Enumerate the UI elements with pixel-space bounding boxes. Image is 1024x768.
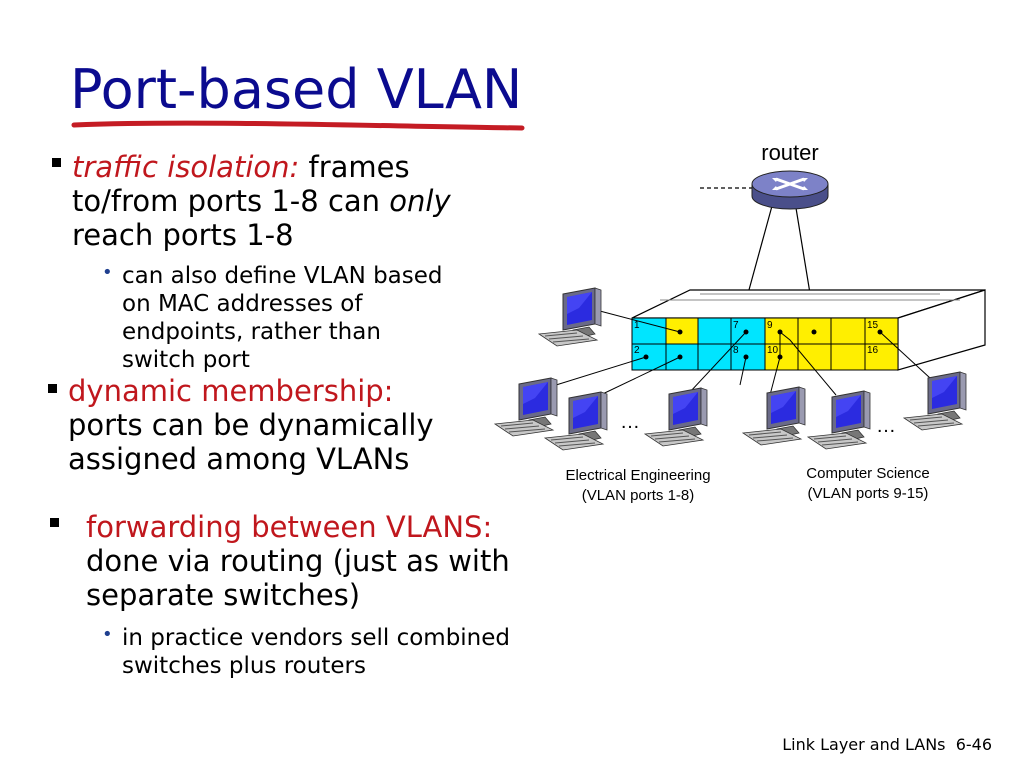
port-label: 9 (767, 320, 773, 331)
bullet-marker (52, 158, 61, 167)
port-label: 15 (867, 320, 879, 331)
title-underline (71, 120, 525, 131)
bullet-dynamic-membership: dynamic membership: ports can be dynamic… (68, 374, 434, 476)
bullet-traffic-isolation: traffic isolation: frames to/from ports … (72, 150, 451, 252)
forwarding-term: forwarding between VLANS: (86, 510, 493, 544)
sub-bullet-mac: can also define VLAN based on MAC addres… (122, 262, 443, 374)
ee-label-ports: (VLAN ports 1-8) (582, 487, 695, 504)
host-computer-icon (903, 371, 967, 431)
bullet-marker (50, 518, 59, 527)
cs-label: Computer Science (806, 465, 929, 482)
sub-bullet-vendors: in practice vendors sell combined switch… (122, 624, 510, 680)
ee-label: Electrical Engineering (565, 467, 710, 484)
router-icon (751, 170, 829, 210)
port-label: 1 (634, 320, 640, 331)
host-computer-icon (807, 390, 871, 450)
page-title: Port-based VLAN (70, 58, 523, 121)
dynamic-membership-term: dynamic membership: (68, 374, 394, 408)
port-label: 2 (634, 345, 640, 356)
sub-bullet-line: switches plus routers (122, 653, 366, 679)
host-cables (555, 309, 931, 401)
port-label: 7 (733, 320, 739, 331)
ellipsis-cs: … (876, 415, 896, 437)
bullet-text: frames (299, 150, 410, 184)
sub-bullet-line: can also define VLAN based (122, 263, 443, 289)
host-computer-icon (494, 377, 558, 437)
bullet-text: done via routing (just as with (86, 544, 510, 578)
host-computer-icon (742, 386, 806, 446)
footer-section: Link Layer and LANs (782, 735, 946, 754)
host-computer-icon (538, 287, 602, 347)
bullet-marker (48, 384, 57, 393)
sub-bullet-line: in practice vendors sell combined (122, 625, 511, 651)
port-label: 10 (767, 345, 779, 356)
port-label: 8 (733, 345, 739, 356)
sub-bullet-line: on MAC addresses of (122, 291, 363, 317)
bullet-text: to/from ports 1-8 can (72, 184, 390, 218)
traffic-isolation-term: traffic isolation: (72, 150, 300, 184)
cs-label-ports: (VLAN ports 9-15) (808, 485, 929, 502)
sub-bullet-line: endpoints, rather than (122, 319, 381, 345)
sub-bullet-marker: • (102, 262, 113, 283)
bullet-text: separate switches) (86, 578, 361, 612)
host-computer-icon (644, 387, 708, 447)
bullet-text: assigned among VLANs (68, 442, 410, 476)
sub-bullet-marker: • (102, 624, 113, 645)
footer-page-number: 6-46 (955, 735, 992, 754)
port-label: 16 (867, 345, 879, 356)
sub-bullet-line: switch port (122, 347, 250, 373)
footer: Link Layer and LANs 6-46 (782, 735, 992, 754)
bullet-text: ports can be dynamically (68, 408, 434, 442)
bullet-forwarding: forwarding between VLANS: done via routi… (86, 510, 510, 612)
switch-icon (631, 289, 986, 371)
router-label: router (761, 140, 818, 165)
ellipsis-ee: … (620, 411, 640, 433)
emphasis-only: only (389, 184, 451, 218)
bullet-text: reach ports 1-8 (72, 218, 294, 252)
